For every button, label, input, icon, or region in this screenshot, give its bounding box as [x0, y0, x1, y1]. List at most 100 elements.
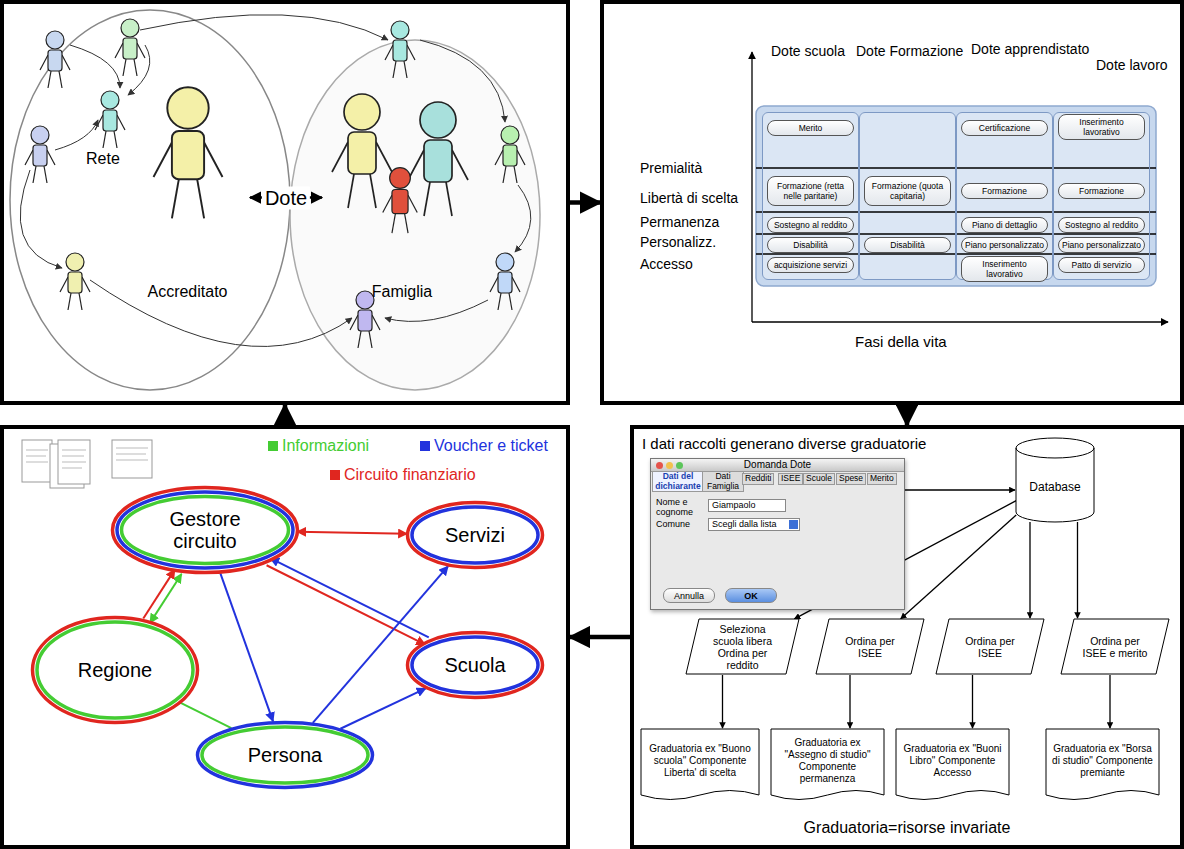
- select-field: Scegli dalla lista: [708, 518, 800, 531]
- axis-label: Fasi della vita: [855, 333, 947, 350]
- connector: [570, 635, 630, 640]
- connector: [267, 565, 426, 644]
- node-text: Ordina per ISEE: [833, 635, 907, 659]
- form-tab: Dati del dichiarante: [652, 471, 704, 492]
- illustration-path: [641, 729, 759, 800]
- form-tab: Redditi: [742, 473, 774, 485]
- illustration-path: [896, 729, 1009, 800]
- node-text: Seleziona scuola libera Ordina per reddi…: [703, 623, 782, 671]
- illustration-path: [55, 120, 98, 150]
- illustration-line: [172, 179, 179, 218]
- illustration-line: [452, 150, 468, 180]
- illustration-rect: [112, 440, 152, 478]
- illustration-line: [117, 115, 125, 130]
- illustration-rect: [33, 145, 47, 166]
- person-figure: [385, 21, 415, 78]
- connector: [722, 675, 723, 728]
- node-text: I dati raccolti generano diverse graduat…: [642, 435, 926, 452]
- ranking-document: Graduatoria ex "Buoni Libro" Componente …: [895, 728, 1010, 804]
- illustration-circle: [66, 253, 84, 271]
- actor-ellipse: Persona: [195, 720, 375, 790]
- connector: [220, 573, 273, 721]
- illustration-line: [392, 214, 395, 234]
- button: Annulla: [663, 588, 715, 603]
- illustration-circle: [167, 87, 208, 128]
- illustration-rect: [348, 132, 376, 174]
- connector: [905, 405, 910, 425]
- node-text: Database: [1029, 480, 1080, 494]
- edge-label: Dote: [262, 186, 310, 209]
- illustration-line: [372, 315, 380, 330]
- illustration-line: [369, 331, 372, 348]
- illustration-circle: [356, 291, 374, 309]
- illustration-line: [137, 43, 145, 58]
- legend-swatch: [420, 441, 430, 451]
- service-cell: Disabilità: [864, 237, 951, 253]
- service-cell: Inserimento lavorativo: [1058, 114, 1145, 140]
- illustration-path: [515, 185, 531, 252]
- illustration-path: [1016, 448, 1094, 458]
- illustration-line: [350, 315, 358, 330]
- illustration-polygon: [936, 619, 1044, 674]
- illustration-line: [408, 150, 424, 180]
- sort-step: Ordina per ISEE e merito: [1060, 618, 1170, 675]
- illustration-line: [33, 166, 36, 183]
- illustration-ellipse: [290, 40, 540, 390]
- row-label: Accesso: [640, 256, 693, 272]
- node-text: Formazione: [1079, 186, 1124, 196]
- field-label: Nome e cognome: [656, 497, 704, 517]
- person-figure: [60, 253, 90, 310]
- service-cell: Merito: [767, 120, 854, 136]
- sort-step: Seleziona scuola libera Ordina per reddi…: [685, 618, 800, 675]
- node-text: Accreditato: [147, 283, 227, 301]
- node-text: acquisizione servizi: [774, 260, 847, 270]
- node-text: Scegli dalla lista: [712, 519, 777, 530]
- illustration-rect: [358, 310, 372, 331]
- node-text: Persona: [248, 744, 323, 766]
- illustration-line: [503, 166, 506, 183]
- illustration-line: [123, 59, 126, 76]
- illustration-ellipse: [202, 727, 368, 783]
- illustration-rect: [123, 38, 137, 59]
- service-cell: Sostegno al reddito: [1058, 217, 1145, 233]
- database-cylinder: Database: [1015, 438, 1095, 522]
- actor-ellipse: Scuola: [405, 630, 545, 700]
- button: OK: [725, 588, 777, 603]
- node-text: Certificazione: [979, 123, 1031, 133]
- actor-figure: Accreditato: [125, 90, 250, 305]
- illustration-ellipse: [37, 622, 193, 718]
- illustration-rect: [172, 131, 204, 179]
- illustration-rect: [393, 40, 407, 61]
- node-text: Graduatoria ex "Assegno di studio" Compo…: [776, 737, 879, 785]
- illustration-path: [128, 45, 150, 95]
- illustration-line: [40, 55, 48, 70]
- illustration-line: [134, 59, 137, 76]
- connector: [570, 200, 600, 205]
- illustration-circle: [501, 126, 519, 144]
- legend-entry: Voucher e ticket: [420, 437, 548, 455]
- illustration-line: [495, 150, 503, 165]
- legend-text: Circuito finanziario: [344, 466, 476, 484]
- form-tab: ISEE: [778, 473, 803, 485]
- illustration-line: [498, 293, 501, 310]
- person-figure: [332, 94, 392, 208]
- node-text: Graduatoria ex "Buoni Libro" Componente …: [901, 743, 1004, 779]
- node-text: Inserimento lavorativo: [1062, 117, 1141, 137]
- family-figure: Famiglia: [322, 90, 482, 305]
- illustration-rect: [424, 140, 452, 182]
- connector: [143, 570, 174, 619]
- illustration-line: [197, 179, 204, 218]
- illustration-line: [68, 293, 71, 310]
- dote-column: Dote FormazioneFormazione (quota capitar…: [859, 112, 956, 280]
- illustration-circle: [46, 31, 64, 49]
- actor-ellipse: Regione: [30, 615, 200, 725]
- legend-text: Informazioni: [282, 437, 369, 455]
- service-cell: Formazione (quota capitaria): [864, 176, 951, 206]
- illustration-line: [44, 166, 47, 183]
- service-cell: Patto di servizio: [1058, 257, 1145, 273]
- illustration-line: [751, 52, 752, 322]
- illustration-rect: [762, 112, 859, 280]
- illustration-rect: [22, 440, 52, 482]
- node-text: Graduatoria ex "Borsa di studio" Compone…: [1051, 743, 1154, 779]
- node-text: Patto di servizio: [1072, 260, 1132, 270]
